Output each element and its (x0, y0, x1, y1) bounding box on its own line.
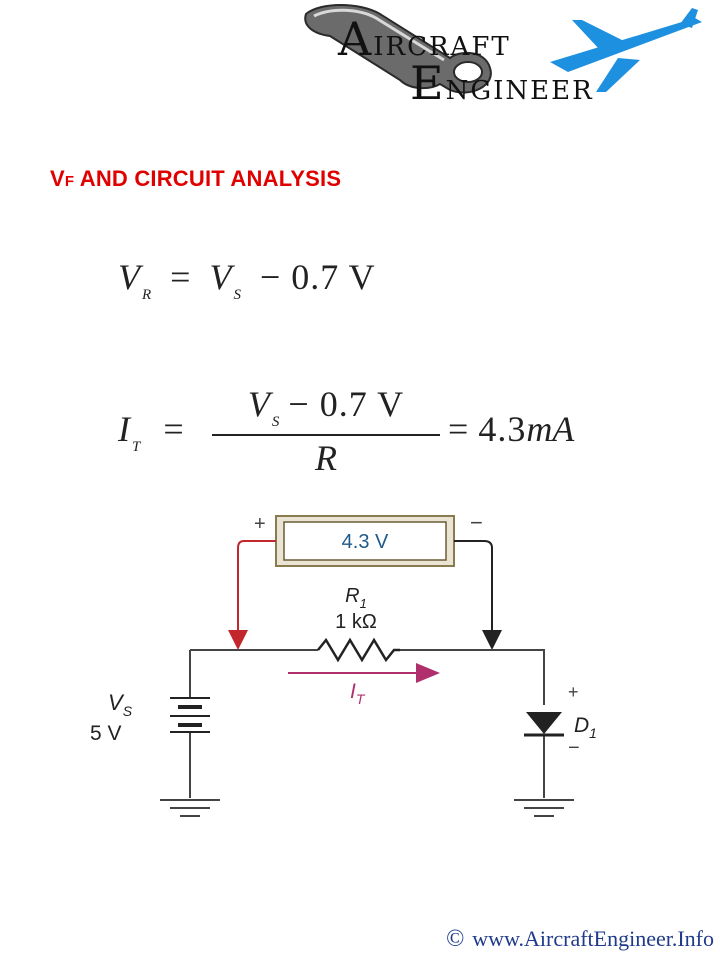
fraction-bar (212, 434, 440, 436)
ground-symbol-left (160, 799, 220, 817)
diode-plus-sign: + (568, 682, 579, 702)
source-name: V (108, 690, 125, 715)
source-sub: S (123, 703, 133, 719)
diode-sub: 1 (589, 725, 597, 741)
aircraft-engineer-logo: AIRCRAFT ENGINEER (300, 0, 710, 110)
eq2-equals: = (163, 409, 184, 449)
equation-it-result: =4.3mA (448, 408, 574, 450)
positive-probe-lead (228, 540, 276, 650)
logo-line2-rest: NGINEER (445, 76, 594, 106)
meter-minus-sign: − (470, 510, 483, 535)
title-v: V (50, 166, 65, 191)
resistor-name: R (345, 585, 359, 607)
diode-symbol (524, 712, 564, 737)
source-value: 5 V (90, 722, 122, 745)
title-rest: AND CIRCUIT ANALYSIS (74, 166, 342, 191)
eq1-rhs-rest: − 0.7 V (259, 257, 376, 297)
eq2-result-equals: = (448, 409, 469, 449)
eq2-lhs-symbol: I (118, 409, 130, 449)
battery-symbol (170, 697, 210, 733)
resistor-symbol (317, 637, 400, 663)
wrench-icon (304, 4, 492, 94)
footer-website: © www.AircraftEngineer.Info (446, 926, 714, 953)
eq2-denominator: R (315, 437, 337, 478)
voltmeter-reading: 4.3 V (342, 531, 389, 553)
diode-minus-sign: − (568, 737, 580, 759)
current-label: IT (350, 680, 366, 707)
source-label: VS (108, 690, 133, 719)
logo-line2-initial: E (410, 56, 446, 110)
diode-name: D (574, 714, 589, 737)
ground-symbol-right (514, 799, 574, 817)
resistor-label: R1 (345, 585, 367, 611)
copyright-icon: © (446, 926, 465, 952)
logo-line1-rest: IRCRAFT (373, 32, 511, 62)
current-name: I (350, 680, 356, 703)
meter-plus-sign: + (254, 513, 266, 535)
title-f: F (64, 173, 75, 190)
eq2-result-value: 4.3 (478, 409, 527, 449)
airplane-icon (550, 8, 702, 92)
eq1-rhs-sub: S (233, 287, 241, 303)
resistor-sub: 1 (360, 596, 367, 611)
voltmeter: 4.3 V (275, 515, 455, 567)
eq1-lhs-sub: R (142, 287, 152, 303)
diode-label: D1 (574, 714, 597, 741)
voltmeter-display (283, 521, 447, 561)
top-wire-right (400, 649, 545, 705)
eq2-numer-sub: S (271, 414, 280, 430)
circuit-diagram: 4.3 V + − R1 1 kΩ IT VS 5 V + − D1 (90, 510, 597, 817)
slide-title: VF AND CIRCUIT ANALYSIS (50, 166, 341, 192)
logo-line1: AIRCRAFT (338, 12, 511, 66)
eq2-lhs-sub: T (132, 439, 141, 455)
eq2-numer-symbol: V (247, 384, 270, 424)
eq1-lhs-symbol: V (118, 257, 140, 297)
negative-probe-lead (454, 540, 502, 650)
current-sub: T (356, 691, 366, 707)
eq1-rhs-symbol: V (209, 257, 232, 297)
logo-line2: ENGINEER (410, 56, 594, 110)
logo-line1-initial: A (338, 12, 374, 66)
logo-graphic (304, 4, 702, 94)
eq2-numer-rest: − 0.7 V (288, 384, 405, 424)
resistor-value: 1 kΩ (335, 611, 377, 633)
eq2-result-unit: mA (526, 409, 575, 449)
footer-url[interactable]: www.AircraftEngineer.Info (472, 926, 714, 951)
eq1-equals: = (170, 257, 191, 297)
